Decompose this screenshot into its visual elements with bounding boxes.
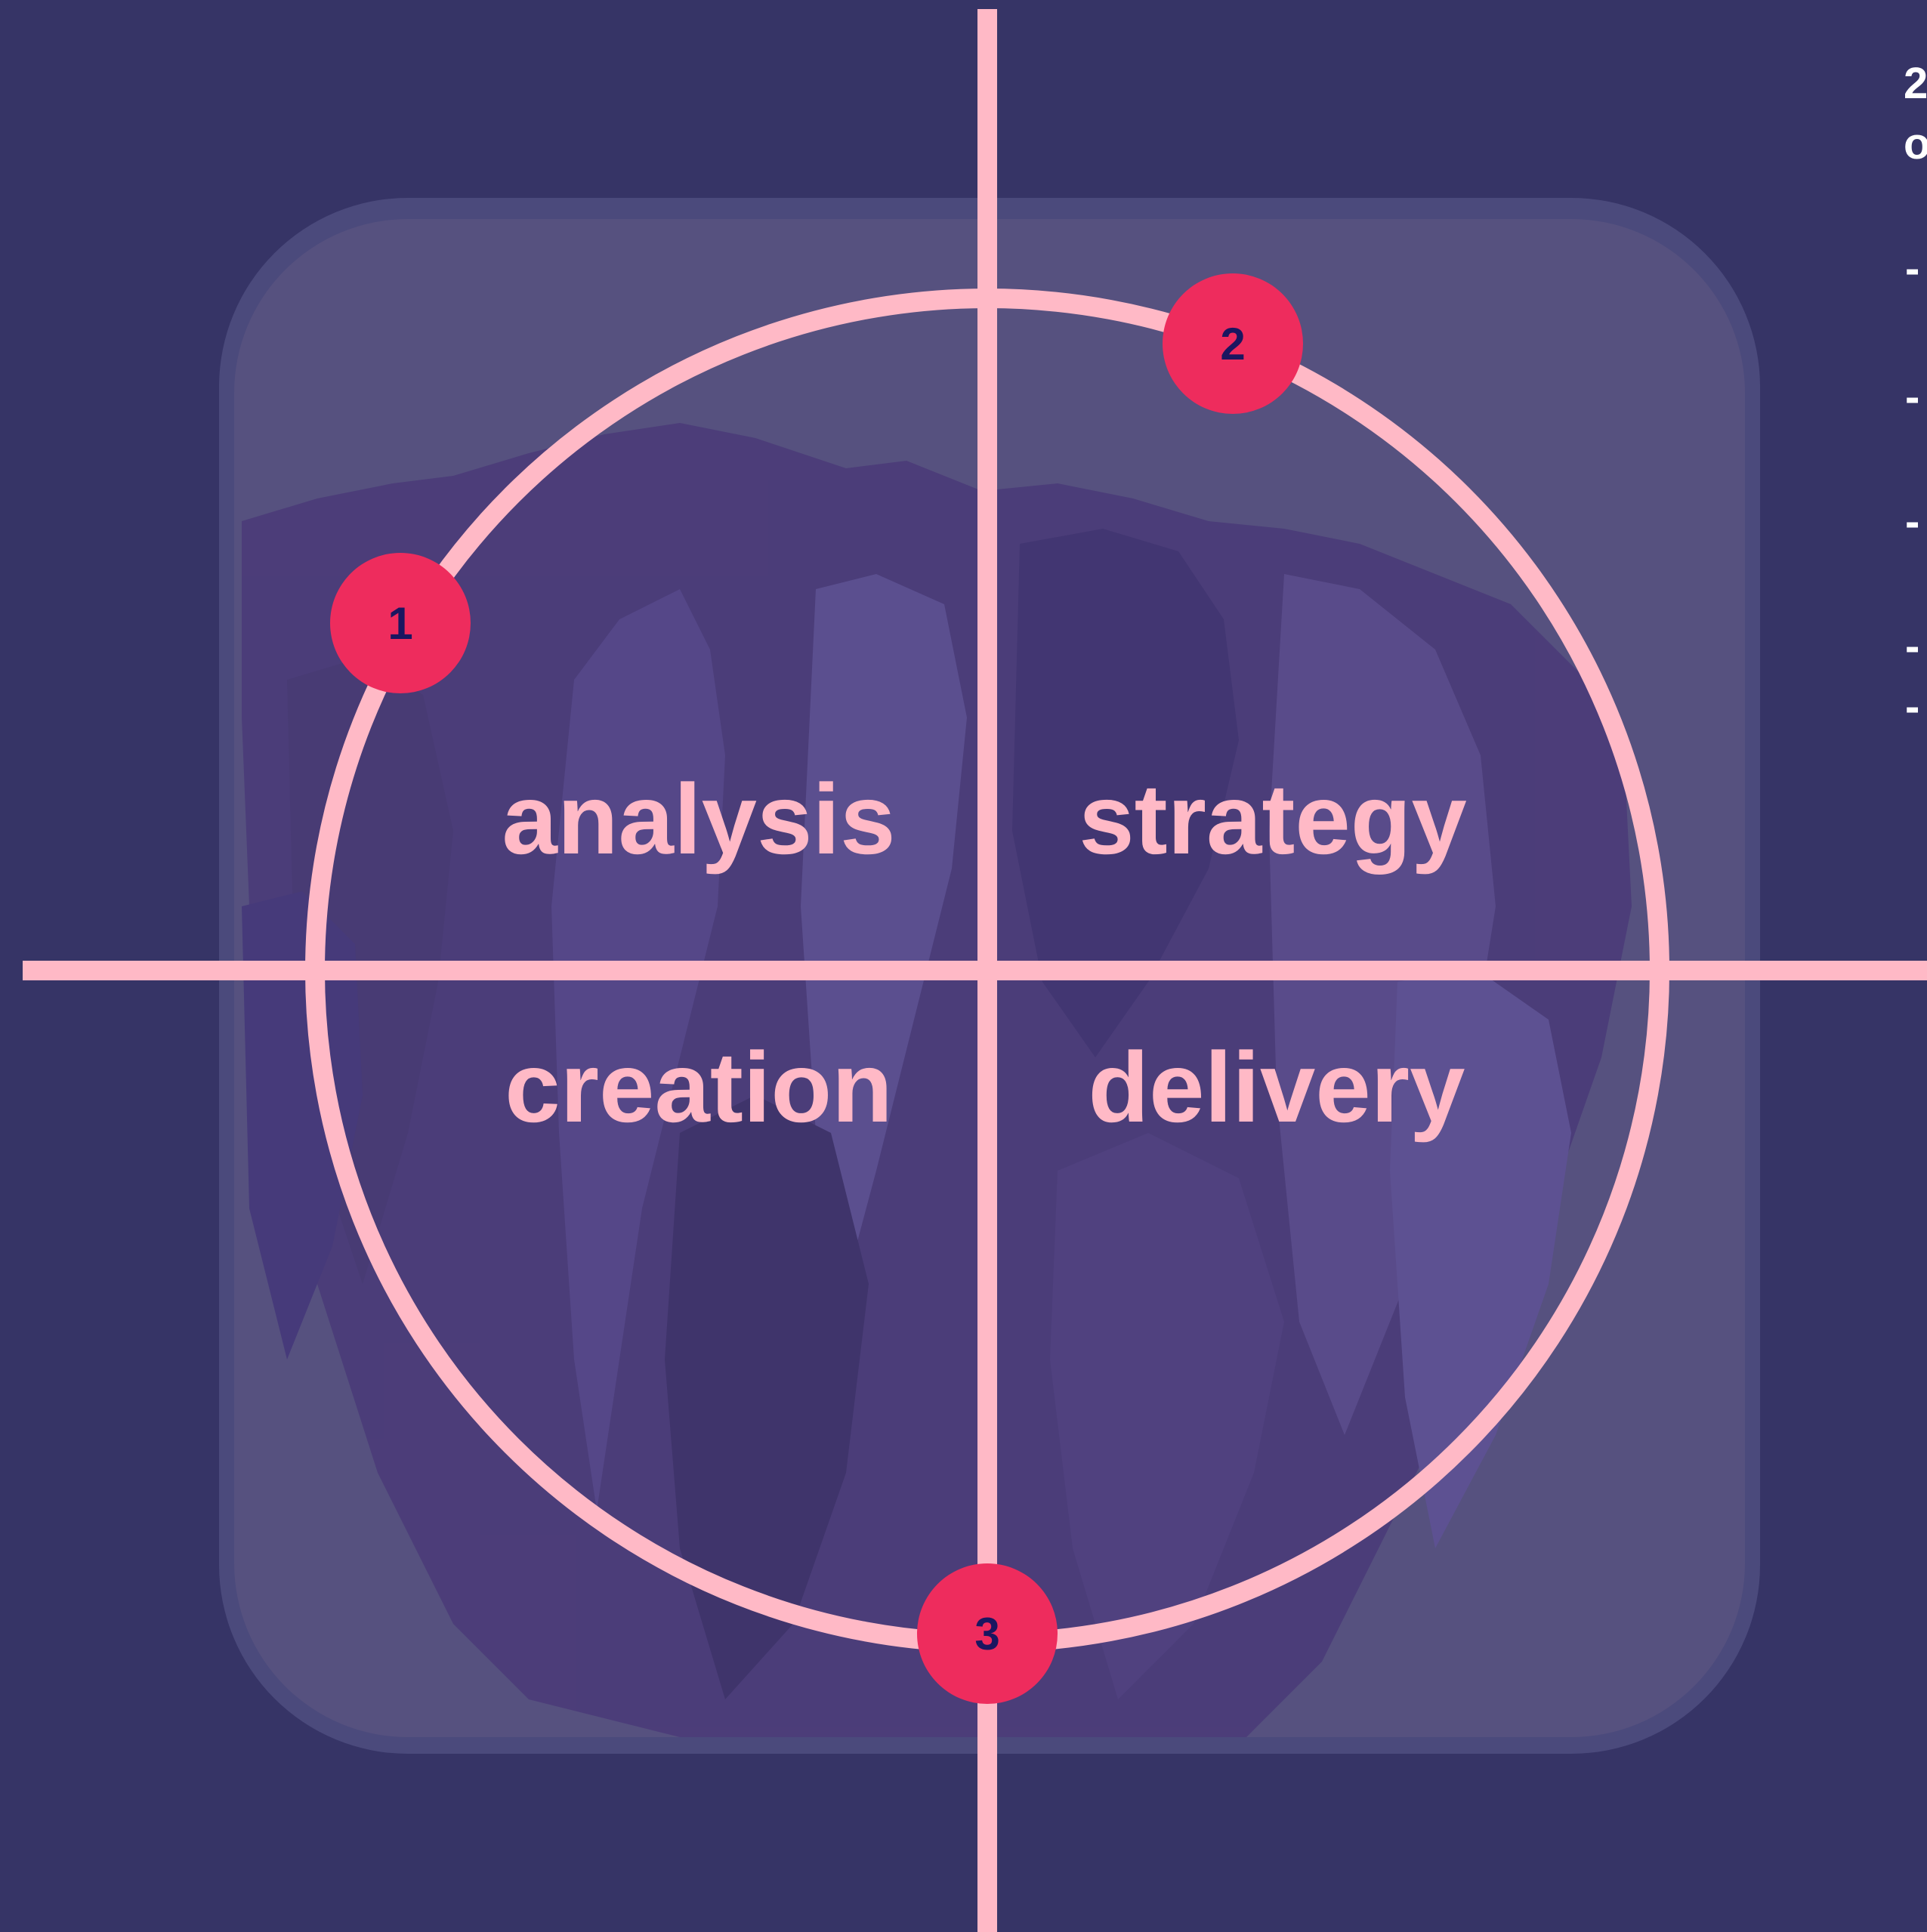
- side-dash-2: -: [1905, 372, 1919, 421]
- marker-1: 1: [330, 553, 471, 693]
- cliff-photo-texture: [242, 423, 1632, 1737]
- marker-3-dot: [917, 1563, 1058, 1704]
- quadrant-label-strategy: strategy: [1079, 764, 1467, 875]
- marker-3: 3: [917, 1563, 1058, 1704]
- marker-3-label: 3: [974, 1609, 999, 1659]
- marker-1-dot: [330, 553, 471, 693]
- side-heading-line-1: 2: [1904, 59, 1927, 108]
- side-dash-5: -: [1905, 682, 1919, 731]
- side-dash-4: -: [1905, 622, 1919, 671]
- quadrant-label-analysis: analysis: [502, 764, 895, 875]
- side-heading-line-2: o: [1904, 119, 1927, 168]
- side-text-column: 2 o - - - - -: [1904, 59, 1927, 731]
- side-dash-1: -: [1905, 244, 1919, 293]
- marker-2-dot: [1163, 273, 1303, 414]
- marker-1-label: 1: [388, 598, 412, 649]
- quadrant-label-delivery: delivery: [1089, 1032, 1465, 1143]
- side-dash-3: -: [1905, 497, 1919, 546]
- marker-2-label: 2: [1220, 319, 1245, 369]
- quadrant-label-creation: creation: [505, 1032, 893, 1143]
- marker-2: 2: [1163, 273, 1303, 414]
